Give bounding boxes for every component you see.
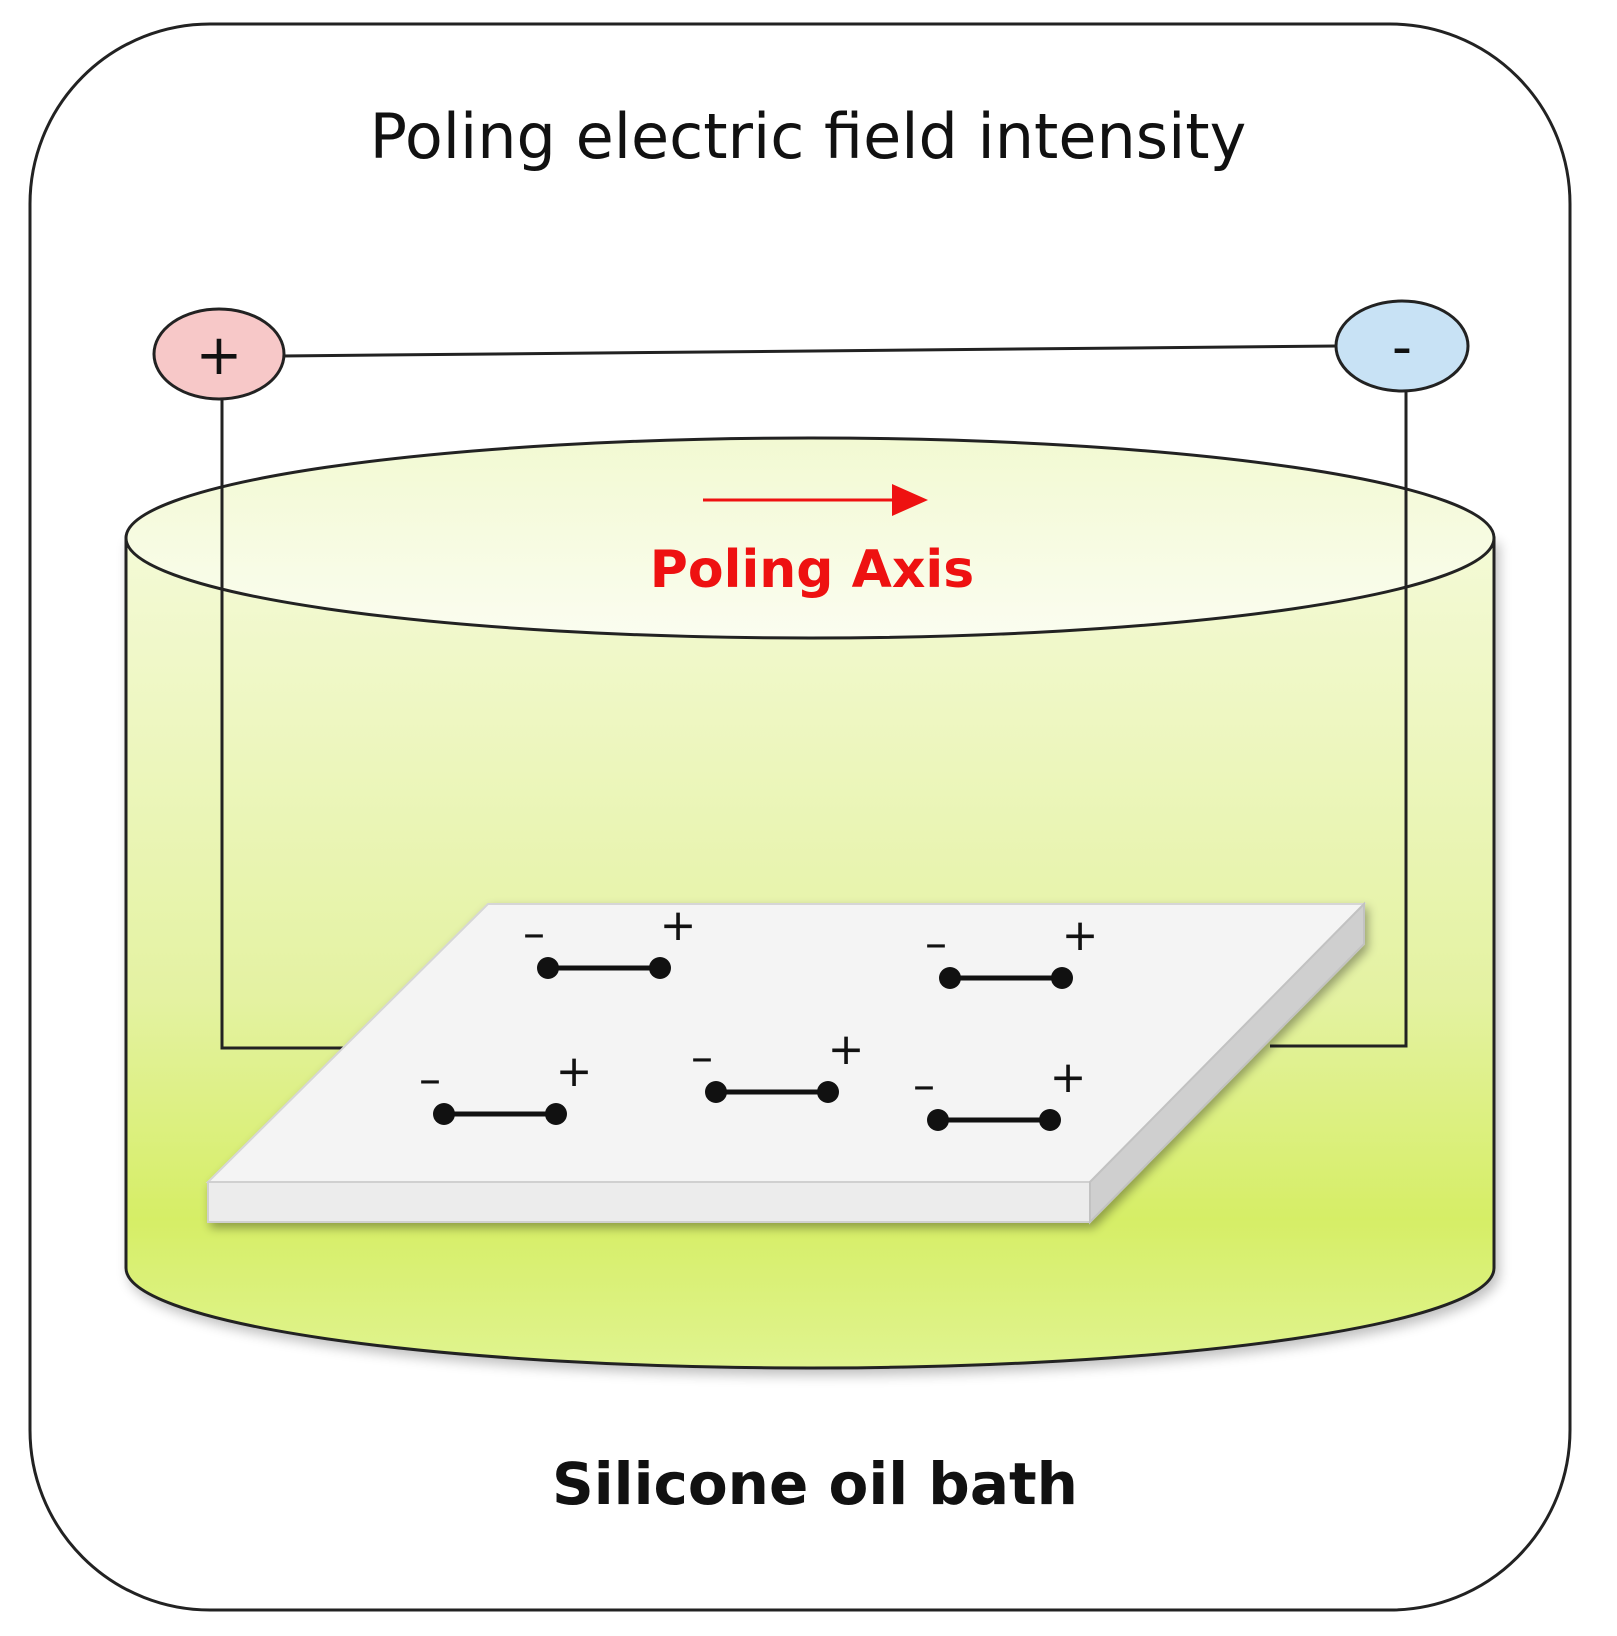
sample-plate-side-edge (1089, 901, 1365, 1225)
poling-axis-arrow (703, 484, 928, 516)
top-wire (281, 344, 1338, 358)
dipole-positive-sign: + (556, 1046, 593, 1097)
dipole-negative-sign: – (925, 918, 947, 969)
negative-lead-wire (1270, 391, 1408, 1048)
dipole-negative-sign: – (523, 908, 545, 959)
oil-bath-surface (124, 436, 1496, 640)
dipole-positive-sign: + (660, 900, 697, 951)
dipole: – + (523, 900, 696, 979)
dipole: – + (913, 1052, 1086, 1131)
diagram-title: Poling electric field intensity (370, 100, 1247, 173)
dipole-negative-sign: – (419, 1054, 441, 1105)
dipole-positive-sign: + (828, 1024, 865, 1075)
circuit-wires (220, 344, 1408, 1050)
dipole: – + (419, 1046, 592, 1125)
dipole-negative-sign: – (913, 1060, 935, 1111)
dipole-negative-sign: – (691, 1032, 713, 1083)
bath-label: Silicone oil bath (552, 1450, 1078, 1518)
positive-electrode-symbol: + (196, 323, 243, 388)
dipole: – + (925, 910, 1098, 989)
negative-electrode: - (1334, 299, 1470, 393)
positive-lead-wire (220, 400, 350, 1050)
dipole: – + (691, 1024, 864, 1103)
sample-plate-front-edge (207, 1181, 1091, 1223)
negative-electrode-symbol: - (1392, 315, 1412, 380)
dipole-positive-sign: + (1050, 1052, 1087, 1103)
poling-axis-label: Poling Axis (650, 540, 974, 600)
positive-electrode: + (152, 307, 286, 401)
dipole-positive-sign: + (1062, 910, 1099, 961)
